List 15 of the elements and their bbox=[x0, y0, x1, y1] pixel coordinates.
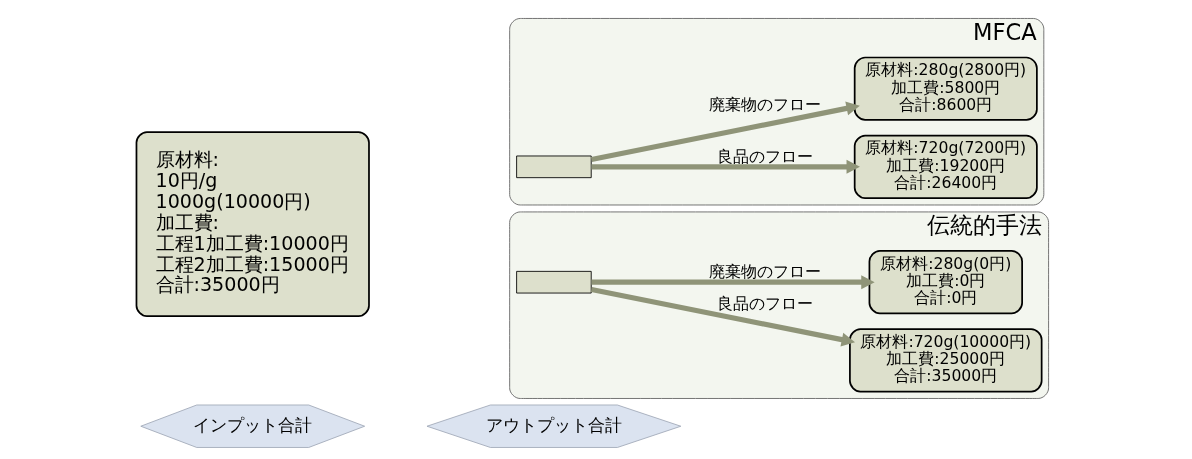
node-box: 原材料:280g(2800円) 加工費:5800円 合計:8600円 bbox=[853, 56, 1038, 121]
edge-label: 良品のフロー bbox=[717, 295, 814, 314]
node-box: 原材料:720g(7200円) 加工費:19200円 合計:26400円 bbox=[853, 134, 1038, 199]
arrow bbox=[590, 287, 855, 347]
arrow bbox=[591, 101, 860, 163]
node-bar bbox=[516, 155, 592, 179]
node-bar bbox=[516, 270, 592, 294]
edge-label: 良品のフロー bbox=[717, 147, 814, 166]
edge-label: 廃棄物のフロー bbox=[709, 263, 822, 282]
node-box: 原材料:720g(10000円) 加工費:25000円 合計:35000円 bbox=[849, 328, 1043, 393]
node-box: 原材料: 10円/g 1000g(10000円) 加工費: 工程1加工費:10000円 工程2加工費:15000円 合計:35000円 bbox=[135, 131, 370, 317]
node-box: 原材料:280g(0円) 加工費:0円 合計:0円 bbox=[868, 250, 1023, 315]
arrow bbox=[591, 275, 875, 290]
edge-label: 廃棄物のフロー bbox=[709, 95, 822, 114]
arrow bbox=[591, 159, 860, 174]
